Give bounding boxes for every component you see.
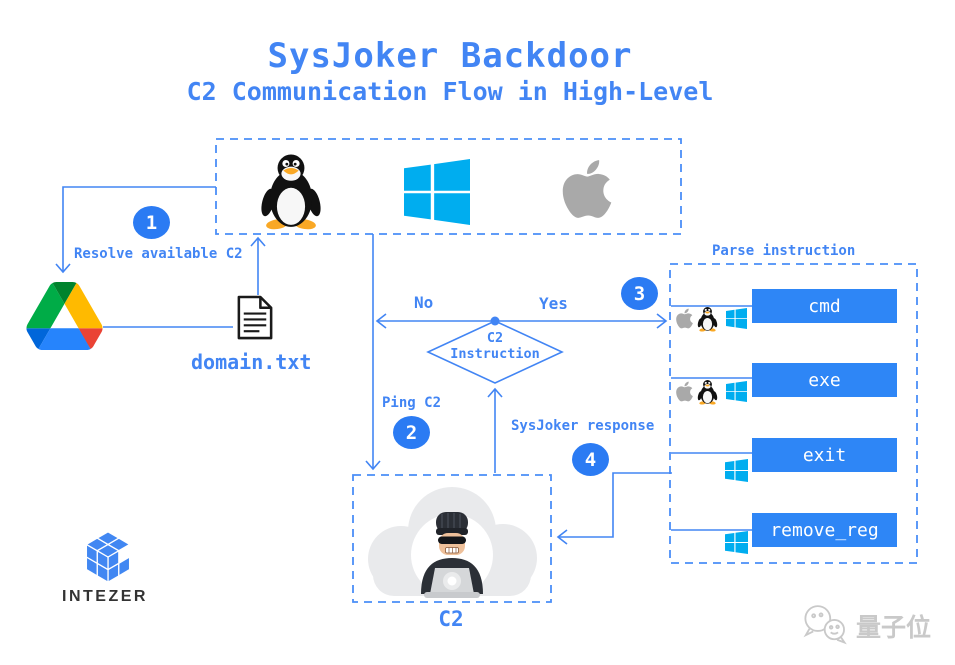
arrow-left-to-c2 [556, 529, 568, 545]
arrow-right-yes [656, 313, 668, 329]
arrow-up-to-os-box [250, 236, 266, 247]
step-badge-2: 2 [393, 416, 430, 449]
junction-dot [490, 316, 500, 326]
windows-icon [725, 459, 748, 482]
linux-icon [697, 378, 718, 406]
step-badge-1: 1 [133, 206, 170, 239]
apple-icon [676, 307, 693, 330]
wechat-watermark-icon [803, 605, 847, 645]
apple-icon [562, 156, 612, 222]
decision-label: C2 Instruction [450, 330, 540, 363]
page-title: SysJoker Backdoor [267, 36, 633, 76]
arrow-left-no [375, 313, 387, 329]
command-exe: exe [752, 363, 897, 397]
domain-file-label: domain.txt [191, 350, 312, 374]
command-cmd: cmd [752, 289, 897, 323]
google-drive-icon [26, 282, 103, 350]
linux-icon [697, 305, 718, 333]
resolve-label: Resolve available C2 [74, 246, 243, 262]
parse-to-c2-line [558, 472, 672, 538]
qbitai-watermark: 量子位 [856, 613, 932, 642]
windows-icon [404, 159, 470, 225]
command-remove-reg: remove_reg [752, 513, 897, 547]
yes-label: Yes [539, 294, 568, 313]
page-subtitle: C2 Communication Flow in High-Level [186, 77, 714, 106]
arrow-down-to-drive [55, 263, 71, 274]
c2-label: C2 [438, 607, 464, 631]
no-label: No [414, 293, 434, 312]
ping-label: Ping C2 [382, 395, 442, 411]
response-label: SysJoker response [511, 418, 655, 434]
windows-icon [726, 381, 747, 402]
parse-label: Parse instruction [712, 243, 856, 259]
windows-icon [726, 308, 747, 329]
linux-icon [259, 151, 323, 231]
arrow-up-to-decision [487, 387, 503, 398]
intezer-wordmark: INTEZER [62, 588, 148, 605]
intezer-cube-logo [85, 531, 131, 583]
arrow-down-to-c2 [365, 460, 381, 471]
c2-cloud-hacker-icon [368, 487, 537, 598]
windows-icon [725, 531, 748, 554]
step-badge-4: 4 [572, 443, 609, 476]
domain-file-icon [233, 294, 277, 343]
command-exit: exit [752, 438, 897, 472]
step-badge-3: 3 [621, 277, 658, 310]
apple-icon [676, 380, 693, 403]
